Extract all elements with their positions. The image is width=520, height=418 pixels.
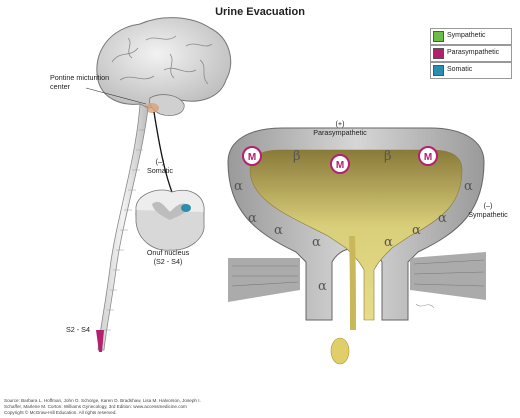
muscarinic-receptor-right: M: [418, 146, 438, 166]
sympathetic-label: Sympathetic: [468, 210, 508, 219]
legend-item-parasympathetic: Parasympathetic: [430, 45, 512, 62]
legend-item-somatic: Somatic: [430, 62, 512, 79]
copyright-line: Copyright © McGraw-Hill Education. All r…: [4, 410, 117, 415]
onuf-nucleus-marker: [181, 204, 191, 212]
legend-label: Parasympathetic: [447, 49, 500, 56]
sympathetic-swatch: [433, 31, 444, 42]
s2-s4-label: S2 - S4: [66, 325, 90, 334]
pontine-micturition-center-label: Pontine micturition center: [50, 73, 110, 91]
receptor-label: M: [248, 152, 256, 163]
alpha-receptor: α: [412, 223, 421, 238]
brain: [96, 17, 232, 116]
urine-drop: [330, 337, 350, 365]
receptor-label: M: [424, 152, 432, 163]
alpha-receptor: α: [384, 235, 393, 250]
onuf-nucleus-label: Onuf nucleus (S2 - S4): [146, 248, 190, 266]
somatic-sign-label: (–): [155, 157, 165, 166]
source-credit: Source: Barbara L. Hoffman, John O. Scho…: [4, 398, 201, 403]
alpha-receptor: α: [312, 235, 321, 250]
spinal-cross-section: [135, 189, 205, 251]
pontine-micturition-center: [145, 103, 159, 113]
alpha-receptor: α: [248, 211, 257, 226]
receptor-label: M: [336, 160, 344, 171]
somatic-swatch: [433, 65, 444, 76]
beta-receptor: β: [293, 149, 301, 164]
muscarinic-receptor-left: M: [242, 146, 262, 166]
legend-label: Somatic: [447, 66, 473, 73]
alpha-receptor: α: [234, 179, 243, 194]
spinal-cord: [96, 103, 149, 352]
alpha-receptor: α: [274, 223, 283, 238]
legend-label: Sympathetic: [447, 32, 486, 39]
alpha-receptor: α: [438, 211, 447, 226]
receptors: M M M β β α α α α α α α α α: [234, 146, 473, 294]
bladder: [227, 127, 486, 365]
muscarinic-receptor-center: M: [330, 154, 350, 174]
sympathetic-sign-label: (–): [483, 201, 493, 210]
diagram-title: Urine Evacuation: [215, 6, 305, 18]
pontine-leader-line: [85, 87, 147, 105]
legend-item-sympathetic: Sympathetic: [430, 28, 512, 45]
parasympathetic-sign-label: (+): [335, 119, 345, 128]
alpha-receptor: α: [464, 179, 473, 194]
beta-receptor: β: [384, 149, 392, 164]
parasympathetic-label: Parasympathetic: [313, 128, 367, 137]
parasympathetic-swatch: [433, 48, 444, 59]
sacral-segment-marker: [96, 330, 104, 352]
alpha-receptor: α: [318, 279, 327, 294]
somatic-label: Somatic: [147, 166, 173, 175]
source-credit-line2: Schaffer, Marlene M. Corton: Williams Gy…: [4, 404, 187, 409]
